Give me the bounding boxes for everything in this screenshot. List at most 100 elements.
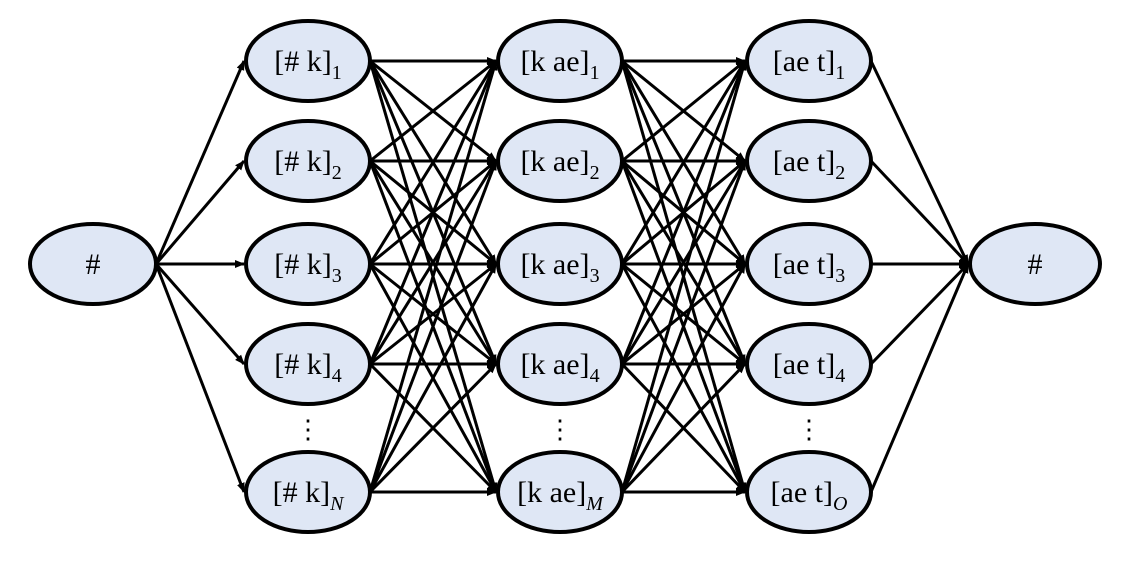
node-label-base: [ae t] bbox=[773, 145, 835, 178]
column-2-node-4: [k ae]4 bbox=[496, 322, 624, 406]
node-label-subscript: M bbox=[585, 493, 604, 515]
edge-c3-4-to-end bbox=[869, 263, 970, 493]
column-3-node-5: [ae t]O bbox=[745, 450, 873, 534]
node-label: [k ae]3 bbox=[520, 248, 599, 287]
node-label-subscript: 3 bbox=[332, 265, 342, 287]
node-label-subscript: 2 bbox=[332, 162, 342, 184]
node-ellipse bbox=[496, 19, 624, 103]
edge-c2-1-to-c3-0 bbox=[621, 59, 746, 163]
node-label-subscript: 4 bbox=[332, 365, 342, 387]
node-label: [# k]2 bbox=[274, 145, 341, 184]
column-1-node-3: [# k]3 bbox=[244, 222, 372, 306]
node-label-subscript: 4 bbox=[590, 365, 600, 387]
edge-c1-4-to-c2-3 bbox=[368, 362, 498, 494]
edge-c1-3-to-c2-2 bbox=[369, 262, 497, 366]
node-label: [# k]3 bbox=[274, 248, 341, 287]
node-ellipse bbox=[496, 222, 624, 306]
end-node: # bbox=[968, 222, 1102, 306]
node-ellipse bbox=[496, 119, 624, 203]
node-label-base: # bbox=[1028, 248, 1043, 281]
column-3-node-2: [ae t]2 bbox=[745, 119, 873, 203]
node-ellipse bbox=[244, 19, 372, 103]
node-label-base: [k ae] bbox=[520, 248, 589, 281]
nodes: ##[# k]1[# k]2[# k]3[# k]4[# k]N⋮[k ae]1… bbox=[28, 19, 1102, 534]
edge-c2-4-to-c3-3 bbox=[620, 362, 747, 494]
node-ellipse bbox=[745, 450, 873, 534]
node-label: # bbox=[86, 248, 101, 281]
node-ellipse bbox=[244, 222, 372, 306]
edge-c3-0-to-end bbox=[869, 60, 970, 265]
edge-c1-4-to-c2-0 bbox=[368, 60, 498, 493]
column-3-node-4: [ae t]4 bbox=[745, 322, 873, 406]
node-ellipse bbox=[28, 222, 158, 306]
edge-c1-3-to-c2-0 bbox=[368, 60, 498, 365]
node-label-base: [# k] bbox=[274, 248, 331, 281]
node-label-base: [k ae] bbox=[520, 145, 589, 178]
node-label: [ae t]4 bbox=[773, 348, 845, 387]
node-label-base: [ae t] bbox=[773, 348, 835, 381]
node-label-base: [# k] bbox=[274, 348, 331, 381]
edge-c1-2-to-c2-0 bbox=[368, 60, 498, 265]
edge-start-to-c1-3 bbox=[154, 263, 246, 365]
column-2-node-5: [k ae]M bbox=[496, 450, 624, 534]
node-ellipse bbox=[244, 119, 372, 203]
node-label-base: # bbox=[86, 248, 101, 281]
edge-start-to-c1-0 bbox=[154, 60, 246, 265]
node-label-subscript: 4 bbox=[835, 365, 845, 387]
node-label-subscript: 2 bbox=[590, 162, 600, 184]
edges bbox=[154, 57, 970, 496]
start-node: # bbox=[28, 222, 158, 306]
vertical-ellipsis: ⋮ bbox=[547, 415, 573, 444]
node-label: [ae t]O bbox=[771, 476, 848, 515]
node-label-base: [k ae] bbox=[517, 476, 586, 509]
node-label: [# k]4 bbox=[274, 348, 341, 387]
node-label: [ae t]3 bbox=[773, 248, 845, 287]
node-ellipse bbox=[496, 322, 624, 406]
edge-c2-3-to-c3-0 bbox=[620, 60, 747, 365]
node-label: # bbox=[1028, 248, 1043, 281]
edge-c2-4-to-c3-2 bbox=[620, 263, 747, 493]
edge-c1-4-to-c2-2 bbox=[368, 263, 498, 493]
node-label-subscript: 1 bbox=[332, 62, 342, 84]
node-label-base: [k ae] bbox=[520, 348, 589, 381]
edge-c2-2-to-c3-0 bbox=[620, 60, 747, 265]
node-label: [k ae]M bbox=[517, 476, 604, 515]
node-ellipse bbox=[244, 322, 372, 406]
column-2-node-1: [k ae]1 bbox=[496, 19, 624, 103]
node-label-subscript: 1 bbox=[835, 62, 845, 84]
node-label-subscript: 1 bbox=[590, 62, 600, 84]
column-1-node-4: [# k]4 bbox=[244, 322, 372, 406]
node-label-base: [ae t] bbox=[773, 248, 835, 281]
column-3-node-1: [ae t]1 bbox=[745, 19, 873, 103]
edge-c2-3-to-c3-2 bbox=[621, 262, 746, 366]
node-label-base: [# k] bbox=[274, 145, 331, 178]
node-label: [k ae]4 bbox=[520, 348, 599, 387]
node-ellipse bbox=[745, 222, 873, 306]
node-label-base: [# k] bbox=[274, 45, 331, 78]
node-label: [# k]1 bbox=[274, 45, 341, 84]
node-ellipse bbox=[745, 322, 873, 406]
node-ellipse bbox=[745, 19, 873, 103]
edge-c3-1-to-end bbox=[869, 159, 970, 266]
edge-start-to-c1-4 bbox=[154, 263, 246, 493]
edge-c1-4-to-c2-1 bbox=[368, 160, 498, 493]
node-label: [k ae]2 bbox=[520, 145, 599, 184]
vertical-ellipsis: ⋮ bbox=[295, 415, 321, 444]
node-label-subscript: O bbox=[833, 493, 847, 515]
node-label: [ae t]2 bbox=[773, 145, 845, 184]
edge-c1-1-to-c2-0 bbox=[369, 59, 497, 163]
node-label: [k ae]1 bbox=[520, 45, 599, 84]
vertical-ellipsis: ⋮ bbox=[796, 415, 822, 444]
node-label-base: [ae t] bbox=[771, 476, 833, 509]
node-ellipse bbox=[968, 222, 1102, 306]
column-2-node-2: [k ae]2 bbox=[496, 119, 624, 203]
column-2-node-3: [k ae]3 bbox=[496, 222, 624, 306]
edge-c1-3-to-c2-1 bbox=[368, 160, 498, 365]
node-ellipse bbox=[745, 119, 873, 203]
node-label-base: [# k] bbox=[273, 476, 330, 509]
edge-c2-4-to-c3-1 bbox=[620, 160, 747, 493]
node-label-base: [ae t] bbox=[773, 45, 835, 78]
edge-c3-3-to-end bbox=[869, 262, 970, 366]
node-ellipse bbox=[496, 450, 624, 534]
